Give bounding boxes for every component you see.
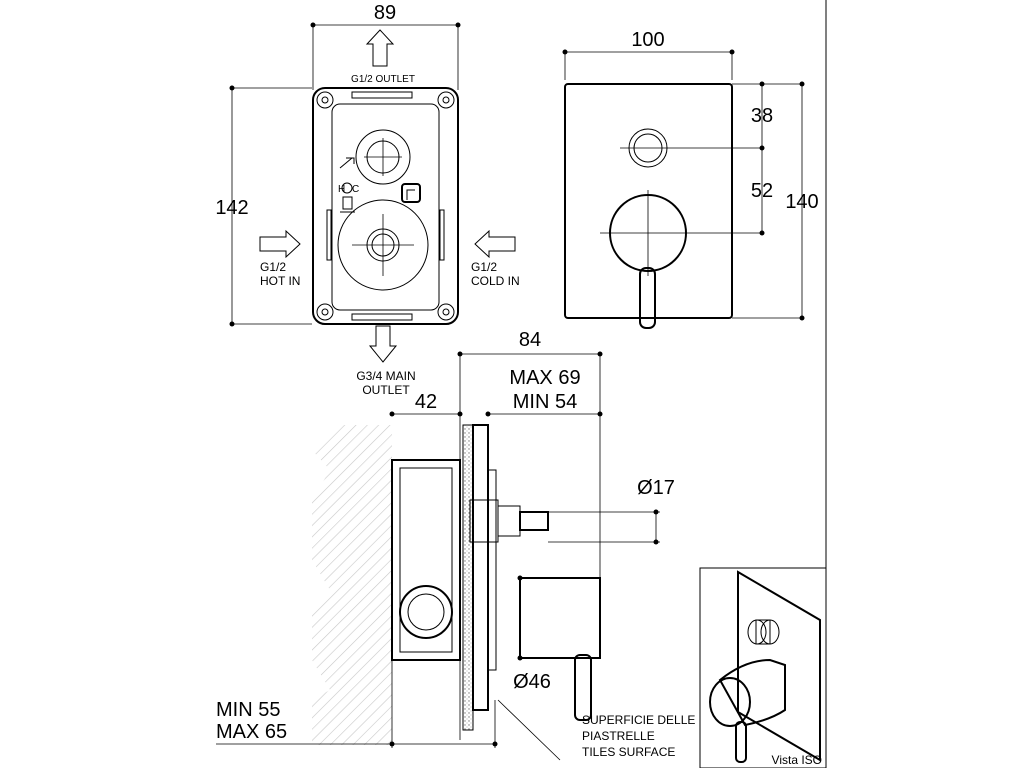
cartridge-port — [337, 199, 429, 291]
cover-plate — [564, 83, 733, 319]
side-view: 84 MAX 69 MIN 54 42 Ø17 — [216, 329, 695, 761]
plate-width-dim: 100 — [631, 29, 664, 51]
hot-in-arrow-icon — [259, 229, 301, 259]
hot-in-port-label-2: HOT IN — [260, 274, 300, 288]
main-outlet-label: G3/4 MAIN — [356, 369, 415, 383]
handle-diameter-dim: Ø46 — [513, 671, 551, 693]
cold-in-arrow-icon — [474, 229, 516, 259]
side-max-projection: MAX 69 — [509, 367, 580, 389]
tiles-label-1: SUPERFICIE DELLE — [582, 713, 695, 727]
iso-button — [747, 619, 767, 645]
plate-spacing-dim: 52 — [751, 180, 773, 202]
cold-in-port-label-2: COLD IN — [471, 274, 520, 288]
handle-lever — [639, 267, 656, 329]
plate-height-dim: 140 — [785, 191, 818, 213]
outlet-arrow-icon — [365, 29, 395, 67]
side-min-projection: MIN 54 — [513, 391, 577, 413]
hot-cold-icon: H C — [338, 182, 359, 213]
side-lever — [574, 654, 592, 721]
shower-icon — [339, 157, 355, 169]
valve-body-outline — [312, 87, 459, 325]
main-outlet-label-2: OUTLET — [362, 383, 410, 397]
max-depth-label: MAX 65 — [216, 721, 287, 743]
min-depth-label: MIN 55 — [216, 699, 280, 721]
button-diameter-dim: Ø17 — [637, 477, 675, 499]
front-height-dim: 142 — [215, 197, 248, 219]
side-handle — [519, 577, 601, 659]
side-outlet-port — [399, 585, 453, 639]
plate-side — [472, 424, 489, 711]
iso-handle — [718, 658, 786, 727]
diverter-port — [355, 129, 411, 185]
svg-text:C: C — [352, 184, 359, 195]
iso-lever — [735, 721, 747, 763]
top-port-label: G1/2 OUTLET — [351, 74, 415, 85]
hot-in-port-label: G1/2 — [260, 260, 286, 274]
cold-in-port-label: G1/2 — [471, 260, 497, 274]
plate-top-offset-dim: 38 — [751, 105, 773, 127]
side-body — [391, 459, 461, 661]
front-view: 89 142 G1/2 OUTLET — [215, 2, 519, 397]
side-button — [519, 511, 549, 531]
brand-logo-icon — [401, 183, 421, 203]
iso-plate — [737, 570, 821, 762]
side-body-depth-dim: 42 — [415, 391, 437, 413]
tiles-label-2: PIASTRELLE — [582, 729, 655, 743]
iso-frame — [699, 567, 827, 768]
main-outlet-arrow-icon — [368, 325, 398, 363]
tiles-label-3: TILES SURFACE — [582, 745, 675, 759]
svg-text:H: H — [338, 184, 345, 195]
iso-label: Vista ISO — [772, 753, 822, 767]
plate-view: 100 38 52 140 — [562, 29, 819, 329]
front-width-dim: 89 — [374, 2, 396, 24]
iso-view: Vista ISO — [699, 567, 827, 768]
tiles-strip — [462, 424, 474, 731]
wall-hatch — [312, 425, 392, 745]
side-overall-dim: 84 — [519, 329, 541, 351]
